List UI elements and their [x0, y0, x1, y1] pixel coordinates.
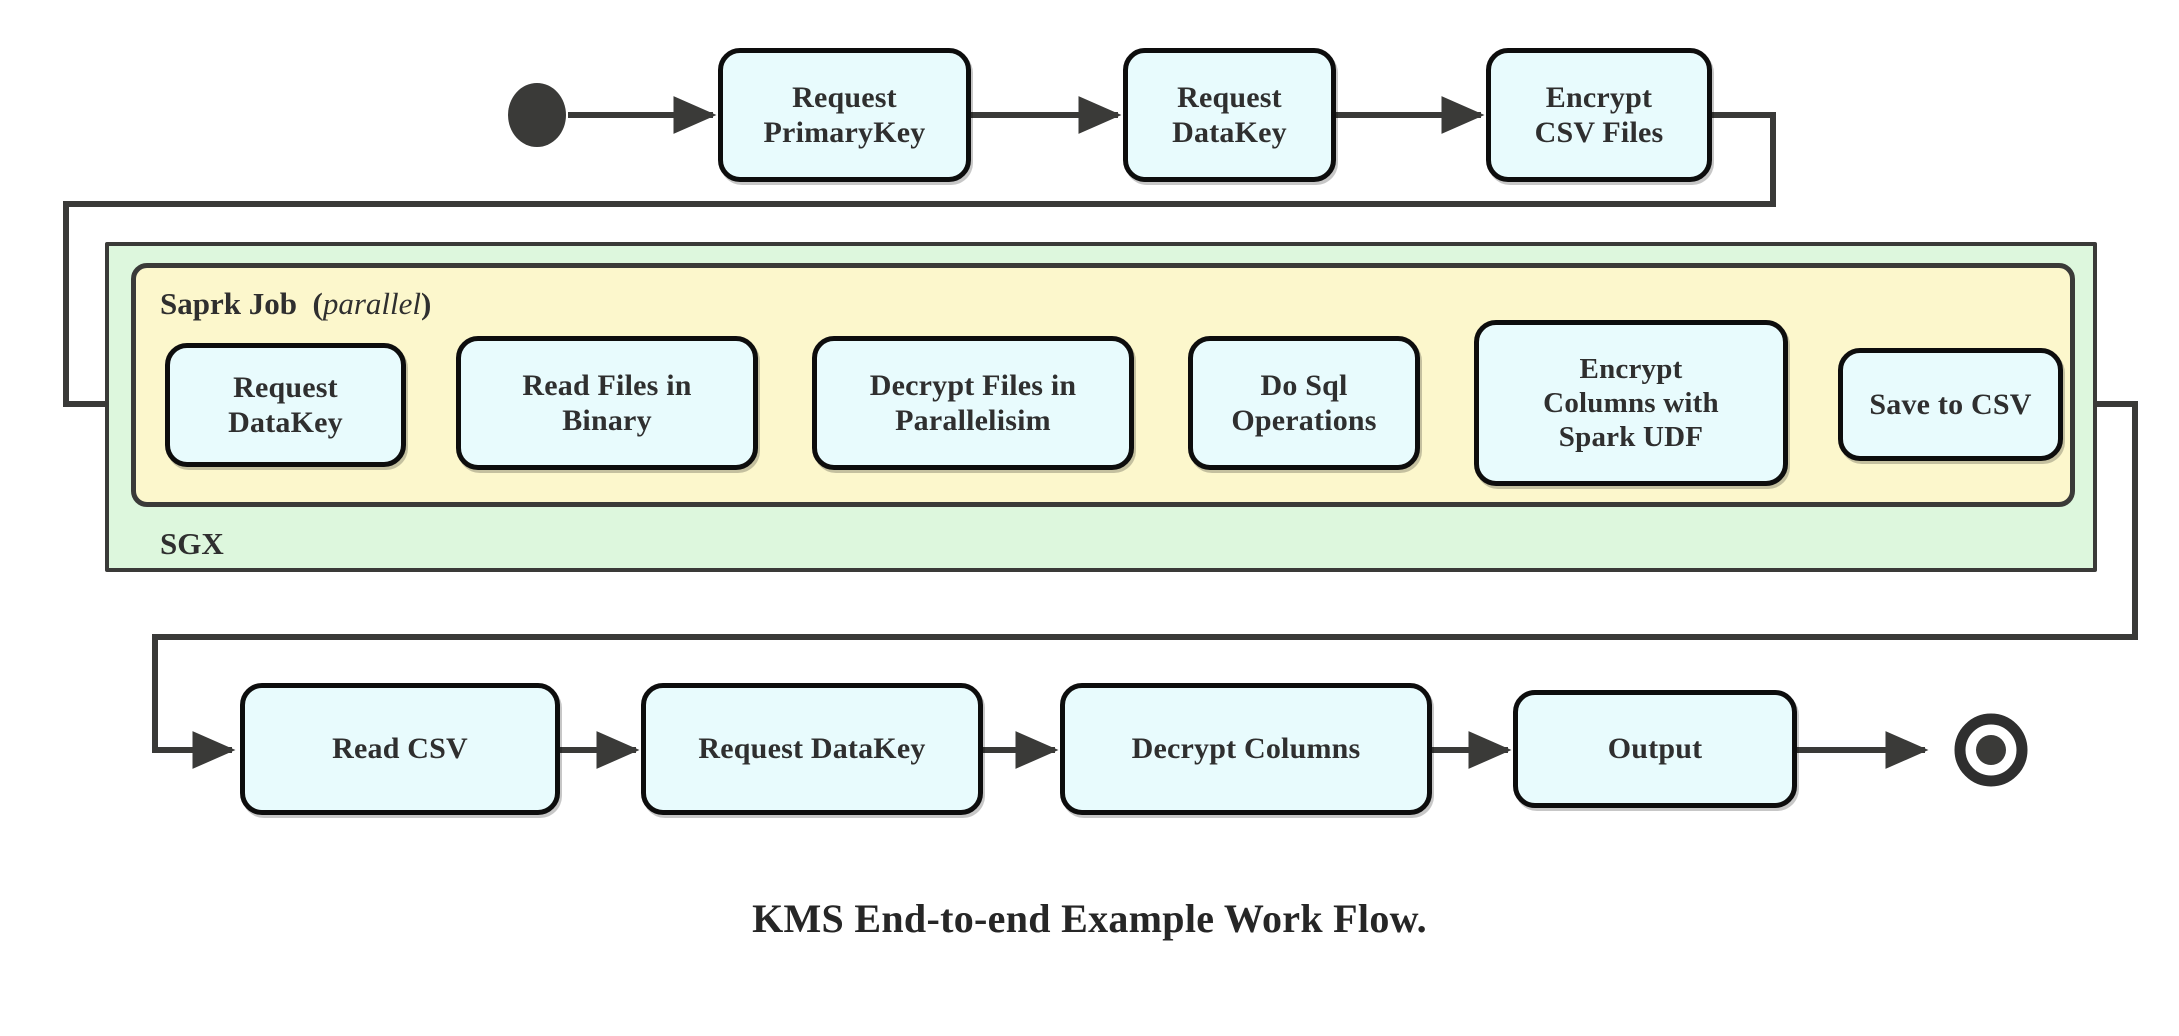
- node-decrypt-columns[interactable]: Decrypt Columns: [1060, 683, 1432, 815]
- diagram-caption-text: KMS End-to-end Example Work Flow.: [752, 896, 1427, 941]
- node-output[interactable]: Output: [1513, 690, 1797, 808]
- node-request-datakey-bottom[interactable]: Request DataKey: [641, 683, 983, 815]
- group-sgx-label-text: SGX: [160, 526, 224, 561]
- node-read-csv-label: Read CSV: [332, 732, 468, 766]
- node-save-to-csv-label: Save to CSV: [1869, 387, 2032, 421]
- node-encrypt-columns-with-spark-udf[interactable]: Encrypt Columns with Spark UDF: [1474, 320, 1788, 486]
- end-node: [1954, 713, 2028, 787]
- node-request-primarykey[interactable]: Request PrimaryKey: [718, 48, 971, 182]
- node-request-datakey-bottom-label: Request DataKey: [698, 732, 926, 766]
- node-request-primarykey-label: Request PrimaryKey: [763, 80, 926, 149]
- group-spark-job-label-italic: parallel: [322, 286, 421, 321]
- node-decrypt-files-in-parallelisim[interactable]: Decrypt Files in Parallelisim: [812, 336, 1134, 470]
- node-output-label: Output: [1607, 732, 1703, 766]
- diagram-caption: KMS End-to-end Example Work Flow.: [0, 895, 2179, 942]
- group-sgx-label: SGX: [160, 526, 224, 562]
- node-request-datakey-spark[interactable]: Request DataKey: [165, 343, 406, 467]
- group-spark-job-label-main: Saprk Job: [160, 286, 297, 321]
- edge-save-to-csv-to-read-csv: [152, 401, 2138, 770]
- node-do-sql-operations-label: Do Sql Operations: [1231, 368, 1377, 437]
- node-request-datakey-spark-label: Request DataKey: [228, 370, 343, 439]
- node-save-to-csv[interactable]: Save to CSV: [1838, 348, 2063, 461]
- node-read-files-in-binary[interactable]: Read Files in Binary: [456, 336, 758, 470]
- node-decrypt-files-in-parallelisim-label: Decrypt Files in Parallelisim: [869, 368, 1077, 437]
- node-decrypt-columns-label: Decrypt Columns: [1131, 732, 1361, 766]
- node-encrypt-columns-with-spark-udf-label: Encrypt Columns with Spark UDF: [1543, 352, 1719, 454]
- node-request-datakey-top[interactable]: Request DataKey: [1123, 48, 1336, 182]
- node-read-csv[interactable]: Read CSV: [240, 683, 560, 815]
- group-spark-job-label: Saprk Job (parallel): [160, 286, 431, 322]
- node-encrypt-csv-files-label: Encrypt CSV Files: [1534, 80, 1664, 149]
- group-spark-job-label-paren-close: ): [420, 286, 432, 321]
- node-request-datakey-top-label: Request DataKey: [1172, 80, 1287, 149]
- node-read-files-in-binary-label: Read Files in Binary: [522, 368, 692, 437]
- edge-encrypt-csv-files-to-request-datakey-spark: [63, 112, 1776, 424]
- node-encrypt-csv-files[interactable]: Encrypt CSV Files: [1486, 48, 1712, 182]
- node-do-sql-operations[interactable]: Do Sql Operations: [1188, 336, 1420, 470]
- group-spark-job-label-paren-open: (: [312, 286, 323, 321]
- start-node: [508, 83, 566, 147]
